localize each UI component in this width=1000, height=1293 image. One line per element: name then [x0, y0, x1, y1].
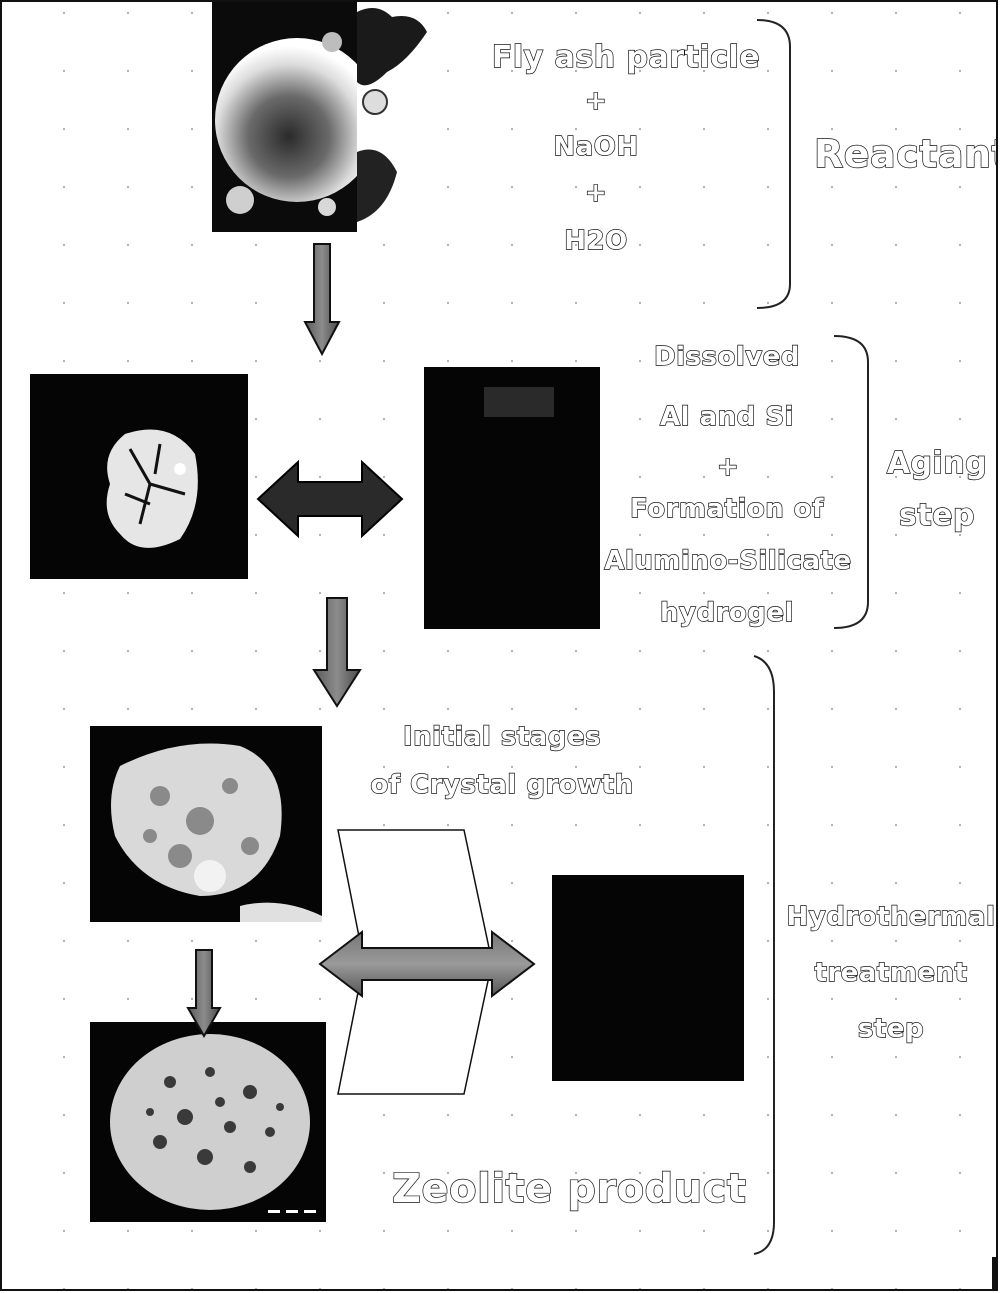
aging-step-label: step [872, 498, 998, 533]
hydrothermal-step-label: step [780, 1014, 998, 1044]
treatment-label: treatment [780, 958, 998, 988]
alumino-silicate-label: Alumino-Silicate [598, 546, 858, 576]
hydrothermal-bracket [754, 656, 774, 1254]
hydrogel-label: hydrogel [622, 598, 832, 628]
reactants-section-label: Reactants [814, 132, 998, 176]
fly-ash-particle-label: Fly ash particle [476, 40, 776, 75]
h2o-label: H2O [536, 226, 656, 256]
dissolved-label: Dissolved [622, 342, 832, 372]
plus-sign: + [708, 452, 748, 482]
initial-stages-label: Initial stages [352, 722, 652, 752]
formation-label: Formation of [612, 494, 842, 524]
double-arrow-icon [258, 462, 402, 536]
plus-sign: + [576, 178, 616, 208]
down-arrow-icon [305, 244, 339, 354]
plus-sign: + [576, 86, 616, 116]
hydrothermal-section-label: Hydrothermal [780, 902, 998, 932]
al-si-label: Al and Si [622, 402, 832, 432]
aging-section-label: Aging [872, 446, 998, 481]
crystal-growth-label: of Crystal growth [342, 770, 662, 800]
naoh-label: NaOH [526, 132, 666, 162]
down-arrow-icon [314, 598, 360, 706]
down-arrow-icon [188, 950, 220, 1036]
aging-bracket [834, 336, 868, 628]
zeolite-product-label: Zeolite product [392, 1166, 712, 1212]
